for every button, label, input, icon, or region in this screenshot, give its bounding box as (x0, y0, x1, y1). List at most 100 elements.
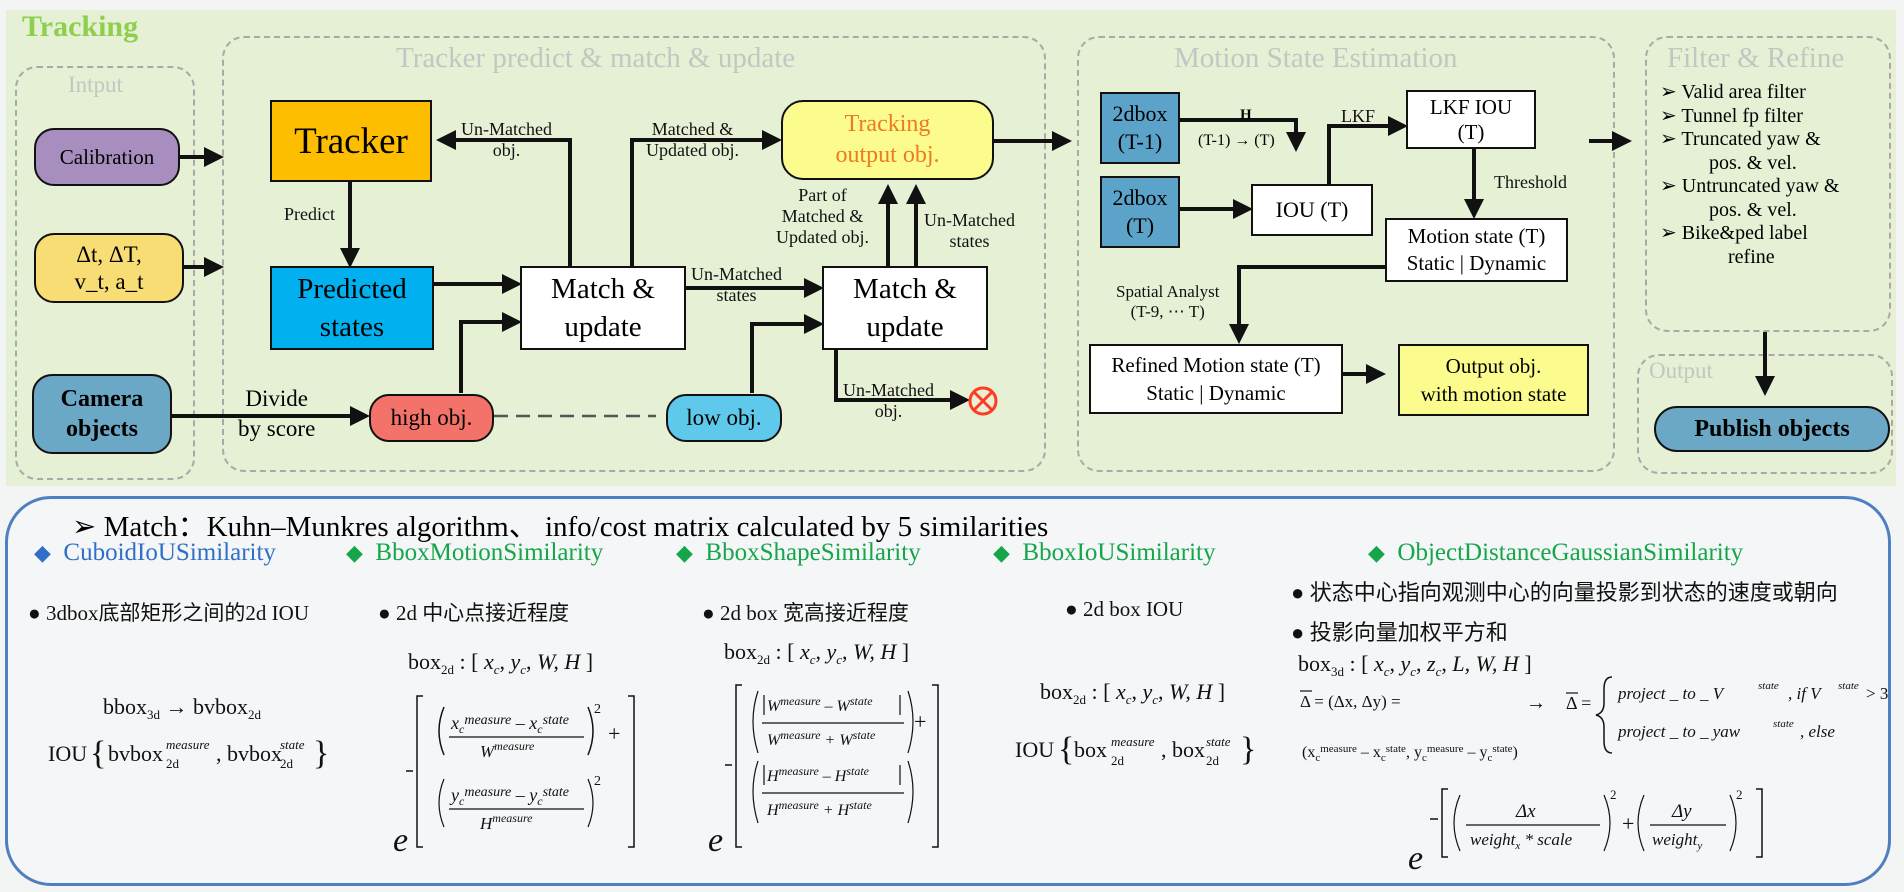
diamond-icon: ◆ (676, 540, 693, 565)
camera-objects-box: Camera objects (32, 374, 172, 454)
svg-text:IOU: IOU (48, 741, 87, 766)
arrow-iou-lkf (1327, 116, 1408, 184)
arrow-bullet-icon: ➢ (1660, 128, 1682, 150)
bullet-icon: ● (1291, 620, 1310, 645)
similarity-cuboid: ◆ CuboidIoUSimilarity (34, 539, 276, 566)
svg-text:{: { (90, 735, 106, 772)
time-params-box: Δt, ΔT, v_t, a_t (34, 233, 184, 303)
svg-text:2d: 2d (1111, 753, 1125, 768)
svg-text:Wmeasure: Wmeasure (480, 739, 535, 761)
arrow-boxprev-iou (1180, 118, 1306, 152)
divide-label: Divide by score (238, 386, 316, 441)
arrow-low-match2 (750, 314, 824, 393)
intput-label: Intput (68, 72, 123, 97)
svg-text:, if V: , if V (1788, 684, 1823, 703)
high-obj-box: high obj. (369, 394, 494, 442)
match-update-box-2: Match & update (822, 266, 988, 350)
filter-group-label: Filter & Refine (1667, 42, 1845, 74)
unmatched-bottom-label: Un-Matched obj. (843, 380, 934, 421)
tracker-group (222, 36, 1046, 472)
intput-group (15, 66, 195, 480)
desc-distance-1: ● 状态中心指向观测中心的向量投影到状态的速度或朝向 (1291, 580, 1838, 605)
similarity-distance: ◆ ObjectDistanceGaussianSimilarity (1368, 539, 1744, 566)
predicted-states-box: Predicted states (270, 266, 434, 350)
arrow-bullet-icon: ➢ (1660, 104, 1682, 127)
filter-item: ➢ Tunnel fp filter (1660, 104, 1803, 127)
similarity-motion: ◆ BboxMotionSimilarity (346, 539, 604, 566)
svg-text:box2d : [ xc, yc, W, H ]: box2d : [ xc, yc, W, H ] (408, 649, 593, 677)
tracking-title: Tracking (22, 10, 139, 43)
svg-text:{: { (1058, 731, 1074, 768)
delete-icon (968, 386, 998, 416)
svg-text:2d: 2d (166, 756, 180, 771)
svg-text:Δ =: Δ = (1566, 693, 1591, 713)
svg-text:bvbox: bvbox (108, 741, 163, 766)
desc-cuboid: ● 3dbox底部矩形之间的2d IOU (28, 601, 310, 625)
desc-distance-2: ● 投影向量加权平方和 (1291, 620, 1508, 645)
arrow-bullet-icon: ➢ (1660, 222, 1682, 244)
lkf-label: LKF (1341, 106, 1376, 126)
svg-text:+: + (1622, 811, 1634, 836)
desc-motion: ● 2d 中心点接近程度 (378, 601, 570, 625)
arrow-bullet-icon: ➢ (1660, 81, 1682, 103)
calibration-box: Calibration (34, 128, 180, 186)
svg-text:2: 2 (594, 702, 601, 717)
match-panel: ➢ Match：Kuhn–Munkres algorithm、 info/cos… (5, 496, 1891, 886)
diamond-icon: ◆ (346, 540, 363, 565)
arrow-bullet-icon: ➢ (1660, 175, 1682, 197)
spatial-analyst-label: Spatial Analyst (T-9, ⋯ T) (1116, 282, 1220, 321)
tracker-group-label: Tracker predict & match & update (396, 42, 796, 74)
svg-text:box2d : [ xc, yc, W, H ]: box2d : [ xc, yc, W, H ] (724, 639, 909, 667)
filter-item: ➢ Untruncated yaw & (1660, 175, 1840, 197)
iou-box: IOU (T) (1251, 184, 1373, 236)
refined-motion-box: Refined Motion state (T) Static | Dynami… (1089, 344, 1343, 414)
arrow-high-match (459, 312, 522, 393)
bullet-icon: ● (1065, 597, 1083, 621)
svg-text:ycmeasure – ycstate: ycmeasure – ycstate (449, 785, 569, 808)
filter-list: ➢ Valid area filter ➢ Tunnel fp filter ➢… (1660, 81, 1840, 269)
filter-item-cont: refine (1728, 245, 1775, 268)
diamond-icon: ◆ (34, 540, 51, 565)
bullet-icon: ● (28, 601, 46, 625)
formula-cuboid: bbox3d → bvbox2d IOU { bvbox 2d measure … (48, 694, 329, 772)
arrow-bullet-icon: ➢ (72, 511, 104, 543)
svg-text:IOU: IOU (1015, 737, 1054, 762)
svg-text:project _ to _ yaw: project _ to _ yaw (1617, 722, 1741, 741)
filter-item-cont: pos. & vel. (1709, 151, 1797, 174)
svg-text:state: state (1758, 680, 1779, 692)
svg-text:Δx: Δx (1515, 801, 1536, 822)
diamond-icon: ◆ (1368, 540, 1385, 565)
output-group-label: Output (1649, 358, 1713, 383)
formula-iou: box2d : [ xc, yc, W, H ] IOU { box 2d me… (1015, 679, 1256, 768)
svg-text:box3d : [ xc, yc, zc, L, W, H: box3d : [ xc, yc, zc, L, W, H ] (1298, 651, 1532, 679)
output-motion-box: Output obj. with motion state (1398, 344, 1589, 416)
svg-text:xcmeasure – xcstate: xcmeasure – xcstate (450, 713, 569, 736)
svg-text:}: } (1240, 731, 1256, 768)
svg-text:measure: measure (1111, 734, 1155, 749)
tracking-output-box: Tracking output obj. (781, 100, 994, 180)
filter-item: ➢ Bike&ped label (1660, 222, 1808, 244)
svg-text:Wmeasure – Wstate: Wmeasure – Wstate (767, 694, 873, 715)
svg-text:Hmeasure + Hstate: Hmeasure + Hstate (766, 798, 872, 819)
svg-text:e: e (1408, 840, 1423, 877)
svg-text:→: → (1526, 692, 1546, 714)
svg-text:Wmeasure + Wstate: Wmeasure + Wstate (767, 728, 876, 749)
lkf-iou-box: LKF IOU (T) (1406, 90, 1536, 149)
svg-text:, box: , box (1161, 737, 1205, 762)
formula-motion: box2d : [ xc, yc, W, H ] e xcmeasure – x… (393, 649, 635, 859)
arrow-unmatched-tracker (436, 130, 572, 266)
svg-text:Hmeasure: Hmeasure (479, 811, 533, 833)
desc-shape: ● 2d box 宽高接近程度 (702, 601, 909, 625)
motion-state-box: Motion state (T) Static | Dynamic (1385, 218, 1568, 282)
match-heading: ➢ Match：Kuhn–Munkres algorithm、 info/cos… (72, 511, 1049, 543)
motion-group (1077, 36, 1615, 472)
svg-text:weighty: weighty (1652, 830, 1702, 852)
filter-item: ➢ Truncated yaw & (1660, 128, 1821, 150)
svg-text:Hmeasure – Hstate: Hmeasure – Hstate (766, 764, 870, 785)
box-cur: 2dbox (T) (1100, 176, 1180, 248)
svg-text:Δ = (Δx, Δy) =: Δ = (Δx, Δy) = (1300, 692, 1401, 711)
svg-text:}: } (313, 735, 329, 772)
arrow-matched-output (630, 130, 782, 266)
svg-text:weightx * scale: weightx * scale (1470, 830, 1573, 852)
bullet-icon: ● (702, 601, 720, 625)
